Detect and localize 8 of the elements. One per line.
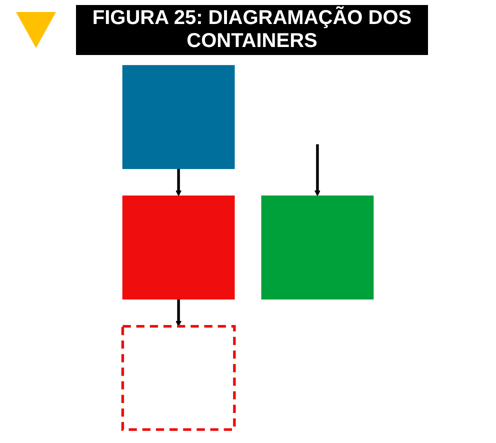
container-block xyxy=(261,196,374,300)
arrow xyxy=(314,144,320,196)
container-block xyxy=(122,196,235,300)
arrow xyxy=(176,299,182,327)
container-block xyxy=(122,65,235,170)
title: FIGURA 25: DIAGRAMAÇÃO DOS CONTAINERS xyxy=(76,5,428,55)
container-block xyxy=(121,324,236,431)
arrow xyxy=(176,168,182,196)
